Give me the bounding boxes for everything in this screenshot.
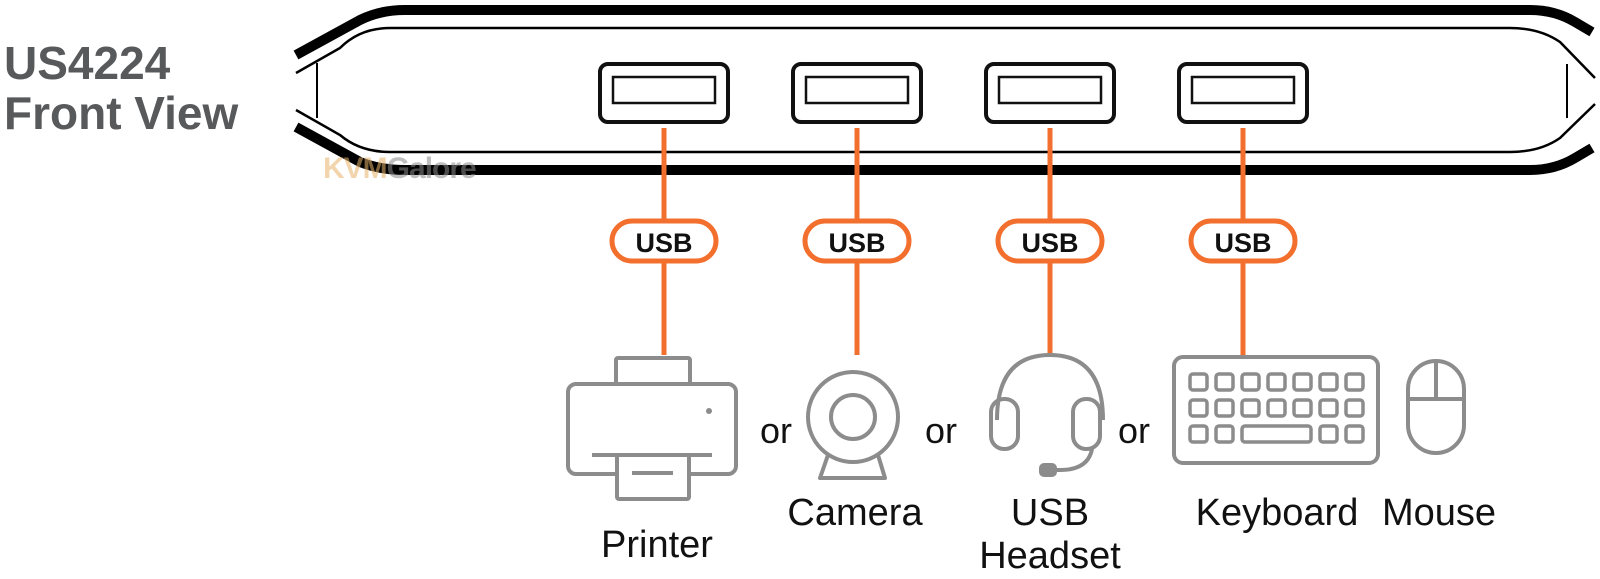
usb-badge-3 xyxy=(995,218,1105,264)
headset-icon xyxy=(989,352,1105,477)
keyboard-key xyxy=(1292,398,1313,418)
keyboard-key xyxy=(1214,372,1235,392)
keyboard-key xyxy=(1214,398,1235,418)
keyboard-key xyxy=(1318,424,1339,444)
view-name: Front View xyxy=(4,87,239,139)
keyboard-key xyxy=(1188,398,1209,418)
keyboard-key xyxy=(1266,398,1287,418)
printer-icon xyxy=(566,356,738,501)
usb-badges: USB USB USB USB xyxy=(609,218,1298,264)
keyboard-icon xyxy=(1172,355,1380,465)
keyboard-key xyxy=(1344,424,1365,444)
separator-or-1: or xyxy=(760,410,793,451)
model-name: US4224 xyxy=(4,37,171,89)
printer-label: Printer xyxy=(601,524,713,566)
keyboard-key xyxy=(1240,398,1261,418)
headset-label-line2: Headset xyxy=(979,535,1121,577)
usb-badge-1 xyxy=(609,218,719,264)
mouse-icon xyxy=(1406,359,1466,455)
keyboard-key xyxy=(1214,424,1235,444)
camera-icon xyxy=(806,370,900,480)
watermark-part-1: KVM xyxy=(323,152,388,185)
mouse-label: Mouse xyxy=(1381,492,1497,534)
watermark-part-2: Galore xyxy=(386,152,477,185)
keyboard-key xyxy=(1188,424,1209,444)
usb-port-4 xyxy=(1177,62,1309,124)
usb-badge-1-label: USB xyxy=(635,228,692,258)
keyboard-key xyxy=(1188,372,1209,392)
keyboard-keys xyxy=(1188,372,1365,444)
headset-label-line1: USB xyxy=(1010,492,1090,534)
keyboard-key xyxy=(1344,398,1365,418)
keyboard-key xyxy=(1266,372,1287,392)
keyboard-key xyxy=(1318,372,1339,392)
usb-port-1 xyxy=(598,62,730,124)
usb-port-2 xyxy=(791,62,923,124)
separator-or-3: or xyxy=(1118,410,1151,451)
cables xyxy=(661,128,1246,355)
usb-badge-4-label: USB xyxy=(1214,228,1271,258)
watermark: KVMGalore xyxy=(323,152,477,186)
diagram-title: US4224 Front View xyxy=(4,38,238,138)
usb-badge-3-label: USB xyxy=(1021,228,1078,258)
separator-or-2: or xyxy=(925,410,958,451)
usb-port-3 xyxy=(984,62,1116,124)
keyboard-label: Keyboard xyxy=(1195,492,1359,534)
keyboard-key xyxy=(1292,372,1313,392)
usb-badge-2-label: USB xyxy=(828,228,885,258)
usb-badge-4 xyxy=(1188,218,1298,264)
keyboard-key xyxy=(1344,372,1365,392)
keyboard-spacebar xyxy=(1240,424,1313,444)
chassis xyxy=(293,5,1596,175)
camera-label: Camera xyxy=(787,492,923,534)
keyboard-key xyxy=(1318,398,1339,418)
usb-badge-2 xyxy=(802,218,912,264)
keyboard-key xyxy=(1240,372,1261,392)
